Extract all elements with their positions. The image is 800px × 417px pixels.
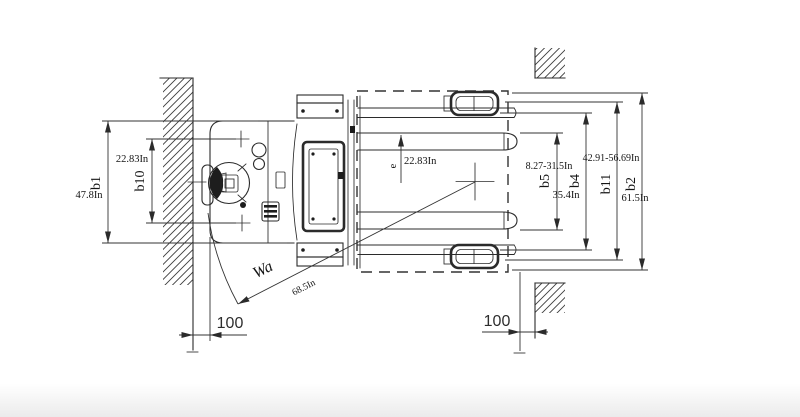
left-wall xyxy=(159,77,199,353)
background-gradient xyxy=(0,383,800,417)
steer-wheel xyxy=(207,161,251,205)
dimension-b5: 8.27-31.5In b5 xyxy=(520,132,573,231)
dimension-b2: 61.5In b2 xyxy=(512,92,649,271)
dimension-b1: 47.8In b1 xyxy=(75,120,287,244)
dimension-b4: 35.4In b4 xyxy=(500,112,592,251)
load-roller-top xyxy=(443,90,500,117)
e-value: 22.83In xyxy=(404,156,437,167)
b10-label: b10 xyxy=(133,171,148,192)
e-label: e xyxy=(388,163,399,168)
stacker-body xyxy=(187,120,295,244)
dimension-clearance-left: 100 xyxy=(179,237,247,341)
turning-center-cross xyxy=(455,162,495,201)
body-grille xyxy=(261,201,280,222)
body-detail-slot xyxy=(275,171,286,189)
fork-top xyxy=(357,132,518,151)
dimension-clearance-right: 100 xyxy=(482,272,548,354)
b1-label: b1 xyxy=(89,176,104,190)
clearance-right-value: 100 xyxy=(484,313,511,330)
straddle-arm-bottom xyxy=(357,243,517,270)
clearance-left-value: 100 xyxy=(217,315,244,332)
dimension-b11: 42.91-56.69In b11 xyxy=(505,101,640,261)
b4-label: b4 xyxy=(568,174,583,188)
b2-value: 61.5In xyxy=(621,193,649,204)
pallet-outline xyxy=(356,90,509,273)
b1-value: 47.8In xyxy=(75,190,103,201)
b4-value: 35.4In xyxy=(552,190,580,201)
load-roller-bottom xyxy=(443,243,500,270)
dimension-e: e 22.83In xyxy=(388,135,437,183)
b5-value: 8.27-31.5In xyxy=(526,161,573,172)
body-detail-circle-small xyxy=(252,157,266,171)
wa-label: Wa xyxy=(250,258,275,282)
b10-value: 22.83In xyxy=(116,154,149,165)
wa-value: 68.5In xyxy=(291,278,318,298)
b11-value: 42.91-56.69In xyxy=(583,153,640,164)
dimension-b10: 22.83In b10 xyxy=(116,138,236,224)
straddle-arm-top xyxy=(357,90,517,119)
b5-label: b5 xyxy=(538,174,553,188)
reference-cross-bottom xyxy=(233,214,251,232)
b2-label: b2 xyxy=(624,177,639,191)
fork-bottom xyxy=(357,211,518,230)
top-right-wall xyxy=(534,47,566,79)
b11-label: b11 xyxy=(599,174,614,194)
body-detail-circle-large xyxy=(251,142,267,158)
bottom-right-wall xyxy=(534,282,566,339)
mast-carriage xyxy=(292,94,361,269)
